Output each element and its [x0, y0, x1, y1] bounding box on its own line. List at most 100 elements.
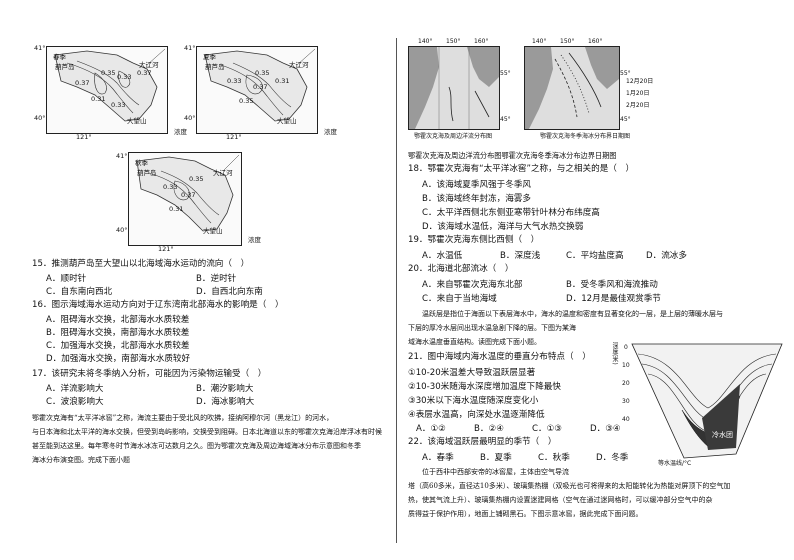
thermocline-passage-line-1: 温跃层是指位于海面以下表层海水中，海水的温度和密度有显著变化的一层，是上层的薄暖…: [422, 310, 723, 318]
summer-value-1: 0.33: [227, 77, 242, 85]
q17-option-b[interactable]: B．潮汐影响大: [196, 384, 254, 394]
q22-option-d[interactable]: D．冬季: [596, 453, 629, 463]
icehouse-passage-line-2: 塔（高60多米，直径达10多米）、玻璃集热棚（双吸光也可将得来的太阳能转化为热能…: [408, 482, 731, 490]
summer-place-2: 大辽河: [289, 61, 309, 69]
spring-value-6: 0.33: [111, 101, 126, 109]
q17-option-a[interactable]: A．洋流影响大: [46, 384, 104, 394]
okhotsk-currents-drawing: [409, 47, 499, 129]
summer-value-5: 0.35: [239, 97, 254, 105]
fig1-caption: 鄂霍次克海及周边洋流分布图: [414, 133, 493, 140]
summer-place-1: 葫芦岛: [205, 63, 225, 71]
q19-option-b[interactable]: B．深度浅: [500, 251, 541, 261]
q22-option-c[interactable]: C．秋季: [538, 453, 570, 463]
q15-option-a[interactable]: A．顺时针: [46, 274, 87, 284]
okhotsk-ice-boundary-map: [524, 46, 620, 130]
fig3-depth-3: 20: [622, 380, 630, 387]
autumn-map-drawing: [136, 154, 240, 232]
q21-option-d[interactable]: D．③④: [590, 424, 621, 434]
icehouse-passage-line-1: 位于西非中西部安帝的冰窖屋，主体由空气导流: [422, 468, 569, 476]
autumn-place-1: 葫芦岛: [137, 169, 157, 177]
autumn-lat-bottom: 40°: [116, 226, 128, 234]
summer-value-2: 0.35: [255, 69, 270, 77]
spring-value-1: 0.35: [101, 69, 116, 77]
q16-option-c[interactable]: C．加强海水交换，北部海水水质较差: [46, 341, 190, 351]
thermocline-passage-line-3: 域海水温度垂直结构。读图完成下面小题。: [408, 338, 541, 346]
right-column: 140° 150° 160° 55° 45° 鄂霍次克海及周边洋流分布图 140…: [400, 0, 794, 560]
q21-statement-4: ④表层水温高，向深处水温逐渐降低: [408, 410, 545, 420]
q21-option-a[interactable]: A．①②: [416, 424, 446, 434]
q21-option-c[interactable]: C．①③: [532, 424, 563, 434]
q22-option-b[interactable]: B．夏季: [480, 453, 512, 463]
q18-option-b[interactable]: B．该海域终年封冻，海雾多: [422, 194, 532, 204]
icehouse-passage-line-3: 热，使其气流上升）、玻璃集热棚内设置迷建网格（空气在通过迷网格时，可以缓冲部分空…: [408, 496, 713, 504]
okhotsk-passage-line-4: 海冰分布演变图。完成下面小题: [32, 456, 130, 464]
thermocline-figure: 深度(米) 0 10 20 30 40 冷水团 等水温线/°C: [611, 338, 790, 468]
fig3-ylabel: 深度(米): [611, 342, 618, 365]
q20-option-b[interactable]: B．受冬季风和海流推动: [566, 280, 658, 290]
spring-lat-top: 41°: [34, 44, 46, 52]
q22-stem: 22．该海域温跃层最明显的季节（ ）: [408, 437, 557, 447]
fig2-legend-3: 2月20日: [626, 102, 650, 109]
q15-option-c[interactable]: C．自东南向西北: [46, 287, 113, 297]
q18-option-c[interactable]: C．太平洋西侧北东侧亚寒带针叶林分布纬度高: [422, 208, 600, 218]
q21-statement-3: ③30米以下海水温度随深度变化小: [408, 396, 539, 406]
fig3-depth-2: 10: [622, 362, 630, 369]
fig1-lon-2: 150°: [446, 38, 461, 45]
spring-value-3: 0.37: [75, 79, 90, 87]
fig1-lat-1: 55°: [500, 70, 511, 77]
q19-stem: 19．鄂霍次克海东侧比西侧（ ）: [408, 235, 540, 245]
summer-map-drawing: [204, 48, 316, 122]
q19-option-a[interactable]: A．水温低: [422, 251, 463, 261]
q16-option-d[interactable]: D．加强海水交换，南部海水水质较好: [46, 354, 191, 364]
q21-statement-1: ①10-20米温差大导致温跃层显著: [408, 368, 536, 378]
spring-lat-bottom: 40°: [34, 114, 46, 122]
q18-option-d[interactable]: D．该海域水温低，海洋与大气水热交换弱: [422, 222, 584, 232]
okhotsk-passage-line-2: 与日本海和北太平洋的海水交换，但受到岛屿影响，交换受到阻碍。日本北海道以东的鄂霍…: [32, 428, 382, 436]
q21-stem: 21．图中海域内海水温度的垂直分布特点（ ）: [408, 352, 591, 362]
fig2-caption: 鄂霍次克海冬季海冰分布界日期图: [540, 133, 631, 140]
fig1-lat-2: 45°: [500, 116, 511, 123]
q20-option-d[interactable]: D．12月是最佳观赏季节: [566, 294, 661, 304]
fig2-lon-1: 140°: [532, 38, 547, 45]
q22-option-a[interactable]: A．春季: [422, 453, 454, 463]
autumn-map: 秋季 葫芦岛 大辽河 大望山 0.33 0.35 0.37 0.31: [128, 152, 242, 246]
column-divider: [396, 38, 397, 543]
q20-stem: 20．北海道北部流冰（ ）: [408, 264, 514, 274]
q15-option-b[interactable]: B．逆时针: [196, 274, 237, 284]
okhotsk-ice-boundary-drawing: [525, 47, 619, 129]
okhotsk-passage-line-1: 鄂霍次克海有“太平洋冰窖”之称，海流主要由于受北风的吹拂，接纳阿穆尔河（黑龙江）…: [32, 414, 334, 422]
left-column: 春季 葫芦岛 大辽河 大望山 0.35 0.33 0.37 0.37 0.31 …: [0, 0, 392, 560]
q19-option-d[interactable]: D．流冰多: [646, 251, 687, 261]
q21-option-b[interactable]: B．②④: [474, 424, 504, 434]
q15-option-d[interactable]: D．自西北向东南: [196, 287, 263, 297]
fig3-xlabel: 等水温线/°C: [658, 460, 692, 467]
thermocline-passage-line-2: 下层的厚冷水层间出现水温急剧下降的层。下图为某海: [408, 324, 576, 332]
q20-option-c[interactable]: C．来自于当地海域: [422, 294, 497, 304]
spring-place-1: 葫芦岛: [55, 63, 75, 71]
q17-option-d[interactable]: D．海冰影响大: [196, 397, 255, 407]
fig1-lon-3: 160°: [474, 38, 489, 45]
q18-option-a[interactable]: A．该海域夏季风强于冬季风: [422, 180, 532, 190]
summer-season-label: 夏季: [203, 53, 216, 61]
spring-value-4: 0.37: [137, 69, 152, 77]
q17-option-c[interactable]: C．波浪影响大: [46, 397, 104, 407]
q20-option-a[interactable]: A．来自鄂霍次克海东北部: [422, 280, 523, 290]
autumn-value-1: 0.33: [163, 183, 178, 191]
q19-option-c[interactable]: C．平均盐度高: [566, 251, 624, 261]
autumn-place-3: 大望山: [203, 227, 223, 235]
summer-value-4: 0.31: [275, 77, 290, 85]
summer-legend: 浓度: [324, 128, 337, 136]
q18-stem: 18．鄂霍次克海有“太平洋冰窖”之称，与之相关的是（ ）: [408, 164, 635, 174]
fig3-depth-1: 0: [624, 344, 628, 351]
spring-value-2: 0.33: [117, 73, 132, 81]
summer-map: 夏季 葫芦岛 大辽河 大望山 0.33 0.35 0.37 0.31 0.35: [196, 46, 318, 134]
autumn-value-4: 0.31: [169, 205, 184, 213]
okhotsk-currents-map: [408, 46, 500, 130]
summer-value-3: 0.37: [253, 83, 268, 91]
q16-option-b[interactable]: B．阻碍海水交换，南部海水水质较差: [46, 328, 190, 338]
fig1-lon-1: 140°: [418, 38, 433, 45]
q16-option-a[interactable]: A．阻碍海水交换，北部海水水质较差: [46, 315, 190, 325]
spring-map-drawing: [54, 48, 166, 122]
summer-place-3: 大望山: [277, 117, 297, 125]
spring-legend: 浓度: [174, 128, 187, 136]
